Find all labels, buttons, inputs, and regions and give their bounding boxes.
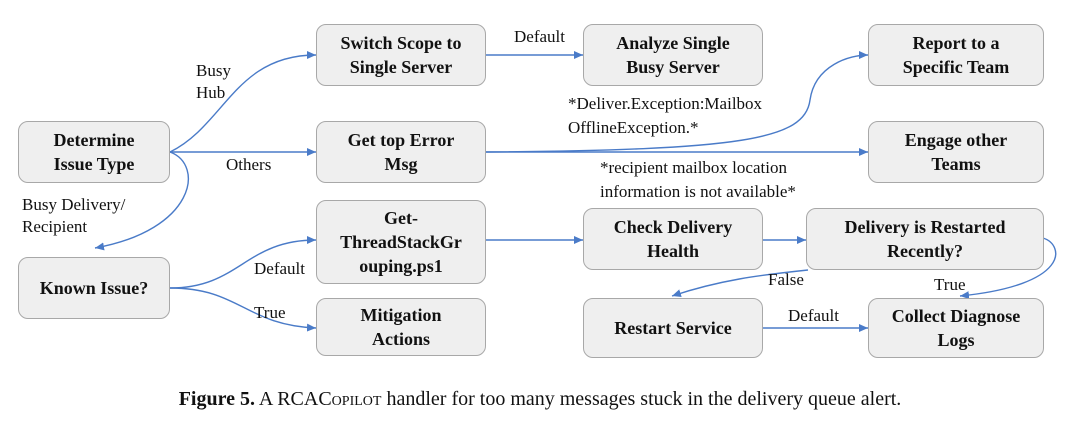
edge-known-to-mitigation [169, 287, 317, 332]
figure-caption: Figure 5. A RCACopilot handler for too m… [0, 388, 1080, 411]
node-check-delivery: Check Delivery Health [583, 208, 763, 270]
edge-gettop-to-report [485, 51, 869, 153]
node-determine-issue-type: Determine Issue Type [18, 121, 170, 183]
edge-label-false-restart: False [768, 270, 804, 289]
edge-restarted-to-collect [959, 237, 1057, 300]
node-known-issue: Known Issue? [18, 257, 170, 319]
edge-label-true-restart: True [934, 275, 966, 294]
caption-small-caps: Copilot [318, 388, 382, 410]
edge-label-default-known: Default [254, 259, 305, 278]
node-engage-teams: Engage other Teams [868, 121, 1044, 183]
edge-label-true-known: True [254, 303, 286, 322]
node-delivery-restarted: Delivery is Restarted Recently? [806, 208, 1044, 270]
edge-restarted-to-restart [671, 269, 809, 297]
edge-determine-to-known [94, 151, 190, 251]
node-switch-scope: Switch Scope to Single Server [316, 24, 486, 86]
node-get-top-error: Get top Error Msg [316, 121, 486, 183]
node-restart-service: Restart Service [583, 298, 763, 358]
caption-text-before: A RCA [254, 388, 319, 410]
node-collect-logs: Collect Diagnose Logs [868, 298, 1044, 358]
caption-text-after: handler for too many messages stuck in t… [381, 388, 902, 410]
edge-label-default-bottom: Default [788, 306, 839, 325]
edge-label-default-top: Default [514, 27, 565, 46]
node-analyze-single: Analyze Single Busy Server [583, 24, 763, 86]
edge-label-busy-hub: Busy Hub [196, 61, 231, 102]
node-report-team: Report to a Specific Team [868, 24, 1044, 86]
node-mitigation: Mitigation Actions [316, 298, 486, 356]
node-get-threadstack: Get- ThreadStackGr ouping.ps1 [316, 200, 486, 284]
edge-label-busy-delivery: Busy Delivery/ Recipient [22, 195, 126, 236]
annotation-recipient-location: *recipient mailbox location information … [600, 158, 796, 201]
edge-label-others: Others [226, 155, 272, 174]
edge-known-to-threadstack [169, 236, 317, 289]
annotation-mailbox-offline: *Deliver.Exception:Mailbox OfflineExcept… [568, 94, 763, 137]
caption-label: Figure 5. [178, 388, 255, 410]
edge-determine-to-switch [169, 51, 317, 153]
